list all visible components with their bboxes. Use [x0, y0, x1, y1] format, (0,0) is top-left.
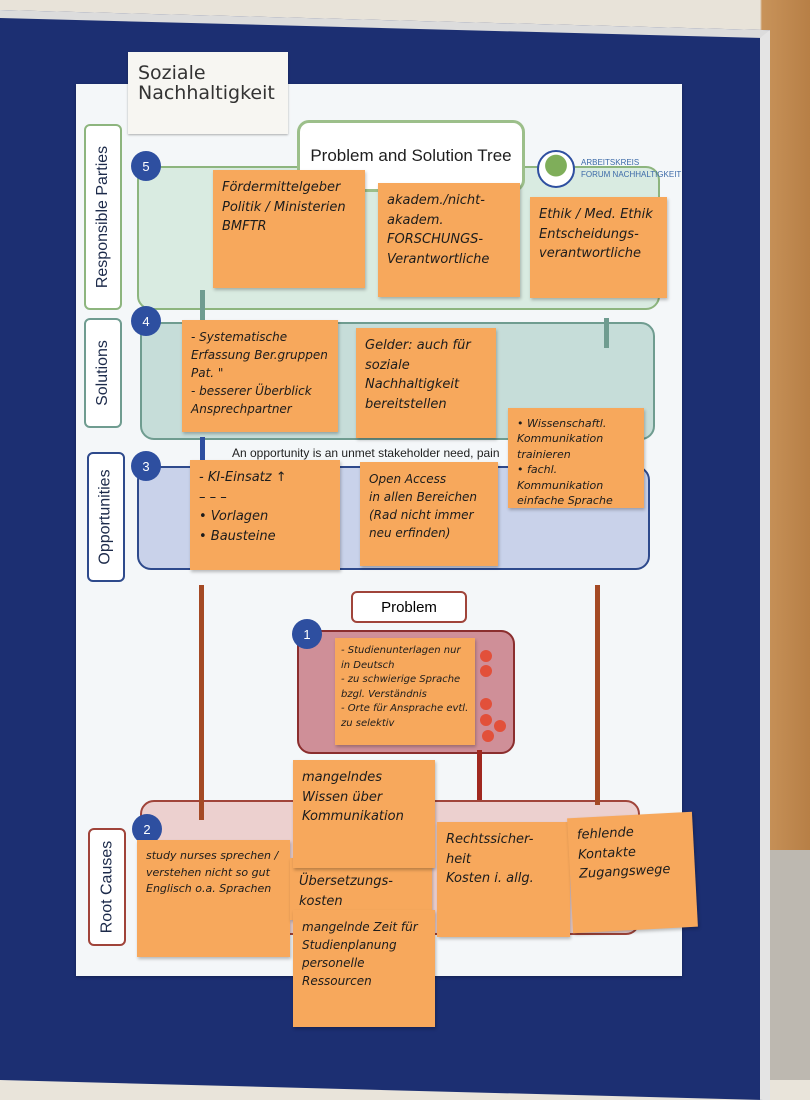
arrow-up-opportunities	[200, 437, 205, 462]
problem-label: Problem	[351, 591, 467, 623]
vote-dot	[480, 665, 492, 677]
section-number: 2	[132, 814, 162, 844]
sticky-note: study nurses sprechen / verstehen nicht …	[137, 840, 290, 957]
arrow-down	[477, 750, 482, 800]
topic-label: Soziale Nachhaltigkeit	[128, 52, 288, 134]
sticky-note: Übersetzungs- kosten	[290, 858, 432, 920]
sticky-note: - Systematische Erfassung Ber.gruppen Pa…	[182, 320, 338, 432]
sticky-note: mangelndes Wissen über Kommunikation	[293, 760, 435, 868]
vote-dot	[480, 698, 492, 710]
logo-line1: ARBEITSKREIS	[581, 158, 640, 167]
sticky-note-problem: - Studienunterlagen nur in Deutsch - zu …	[335, 638, 475, 745]
arrow-up-solutions	[200, 290, 205, 320]
section-number: 3	[131, 451, 161, 481]
arrow-up-left	[199, 585, 204, 820]
vote-dot	[482, 730, 494, 742]
sticky-note: • Wissenschaftl. Kommunikation trainiere…	[508, 408, 644, 508]
sticky-note: akadem./nicht-akadem. FORSCHUNGS- Verant…	[378, 183, 520, 297]
sticky-note: Gelder: auch für soziale Nachhaltigkeit …	[356, 328, 496, 438]
sticky-note: fehlende Kontakte Zugangswege	[567, 811, 698, 934]
tree-icon	[537, 150, 575, 188]
arrow-up-right	[595, 585, 600, 805]
logo-line2: FORUM NACHHALTIGKEIT	[581, 170, 682, 179]
sticky-note: Fördermittelgeber Politik / Ministerien …	[213, 170, 365, 288]
section-number: 5	[131, 151, 161, 181]
arrow-up-solutions-right	[604, 318, 609, 348]
logo: ARBEITSKREIS FORUM NACHHALTIGKEIT	[537, 150, 681, 188]
sticky-note: Open Access in allen Bereichen (Rad nich…	[360, 462, 498, 566]
section-number: 1	[292, 619, 322, 649]
opportunity-hint: An opportunity is an unmet stakeholder n…	[232, 446, 500, 460]
vote-dot	[480, 714, 492, 726]
vote-dot	[480, 650, 492, 662]
side-label-root-causes: Root Causes	[88, 828, 126, 946]
vote-dot	[494, 720, 506, 732]
sticky-note: Rechtssicher- heit Kosten i. allg.	[437, 822, 570, 937]
sticky-note: Ethik / Med. Ethik Entscheidungs- verant…	[530, 197, 667, 298]
side-label-responsible: Responsible Parties	[84, 124, 122, 310]
sticky-note: - KI-Einsatz ↑ – – – • Vorlagen • Bauste…	[190, 460, 340, 570]
sticky-note: mangelnde Zeit für Studienplanung person…	[293, 910, 435, 1027]
section-number: 4	[131, 306, 161, 336]
side-label-opportunities: Opportunities	[87, 452, 125, 582]
side-label-solutions: Solutions	[84, 318, 122, 428]
